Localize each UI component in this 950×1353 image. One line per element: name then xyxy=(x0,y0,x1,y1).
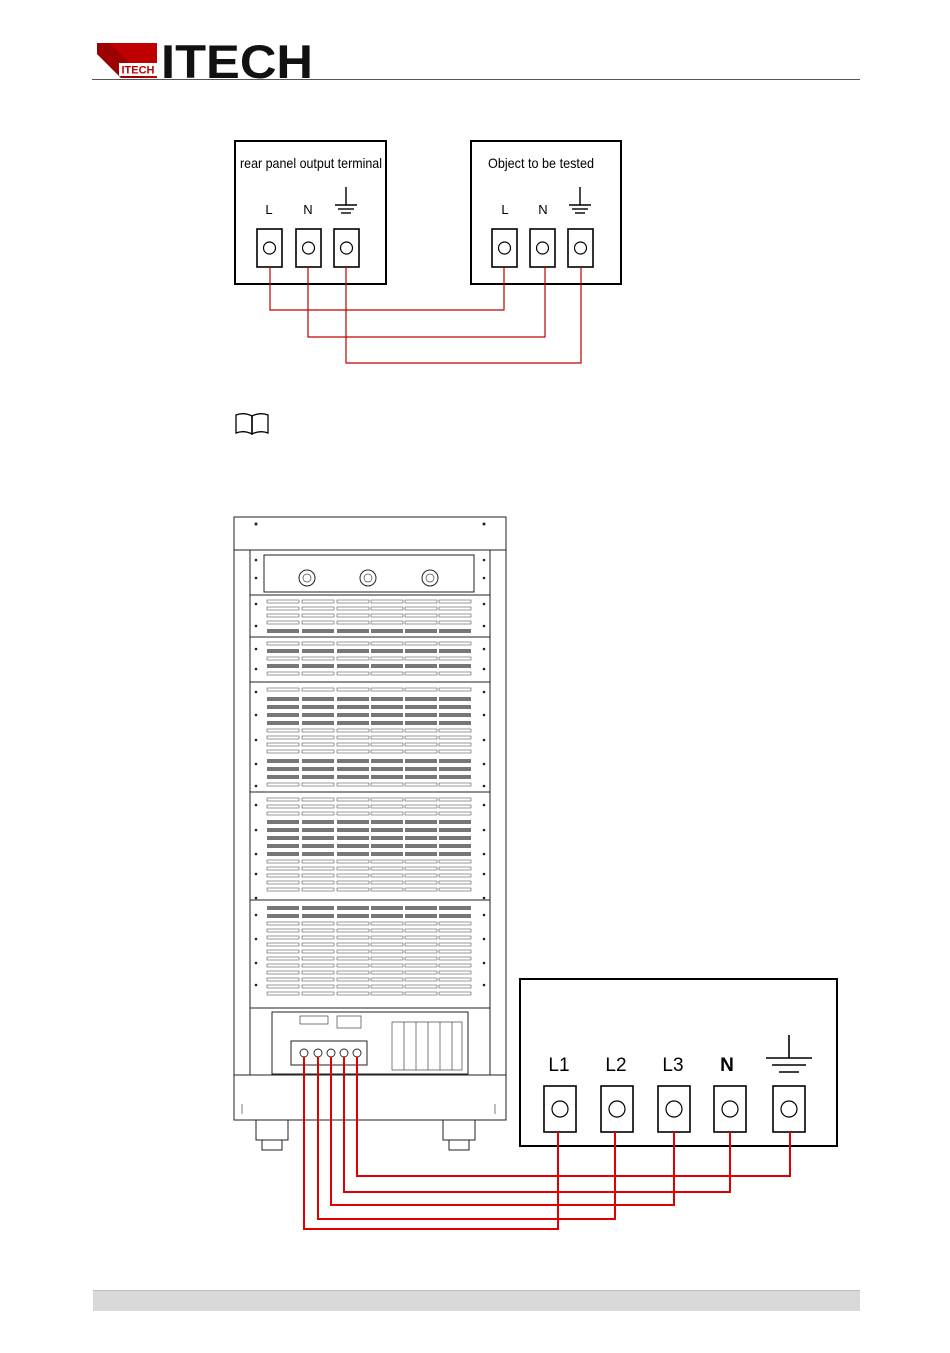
wire-l2 xyxy=(318,1057,615,1219)
load-terminal-ground xyxy=(773,1086,805,1132)
book-icon xyxy=(234,412,270,436)
source-terminal-n xyxy=(296,229,321,267)
wire-n xyxy=(308,267,545,337)
source-terminal-ground xyxy=(334,229,359,267)
load-terminal-l2 xyxy=(601,1086,633,1132)
load-terminal-n xyxy=(714,1086,746,1132)
load-label-n: N xyxy=(720,1055,734,1076)
source-ground-icon xyxy=(335,187,357,213)
source-box-title: rear panel output terminal xyxy=(240,155,382,171)
load-label-l1: L1 xyxy=(548,1055,569,1076)
source-label-n: N xyxy=(303,202,312,217)
load-terminal-l xyxy=(492,229,517,267)
load-ground-icon xyxy=(569,187,591,213)
load-label-l3: L3 xyxy=(662,1055,683,1076)
vent-grilles xyxy=(267,600,471,995)
source-label-l: L xyxy=(265,202,272,217)
load-terminal-n xyxy=(530,229,555,267)
load-label-l: L xyxy=(501,202,508,217)
load-label-n: N xyxy=(538,202,547,217)
cabinet-drawing xyxy=(234,517,506,1150)
load-terminal-ground xyxy=(568,229,593,267)
load-box-title: Object to be tested xyxy=(488,155,594,171)
load-label-l2: L2 xyxy=(605,1055,626,1076)
left-caster xyxy=(256,1120,288,1150)
load-terminal-l3 xyxy=(658,1086,690,1132)
right-caster xyxy=(443,1120,475,1150)
single-phase-wiring-diagram: rear panel output terminal L N Object to… xyxy=(0,0,950,400)
three-phase-wiring-diagram: L1 L2 L3 N xyxy=(0,500,950,1260)
source-terminal-l xyxy=(257,229,282,267)
load-ground-icon-3ph xyxy=(766,1035,812,1072)
wire-ground xyxy=(346,267,581,363)
footer-bar xyxy=(93,1290,860,1311)
load-terminal-l1 xyxy=(544,1086,576,1132)
